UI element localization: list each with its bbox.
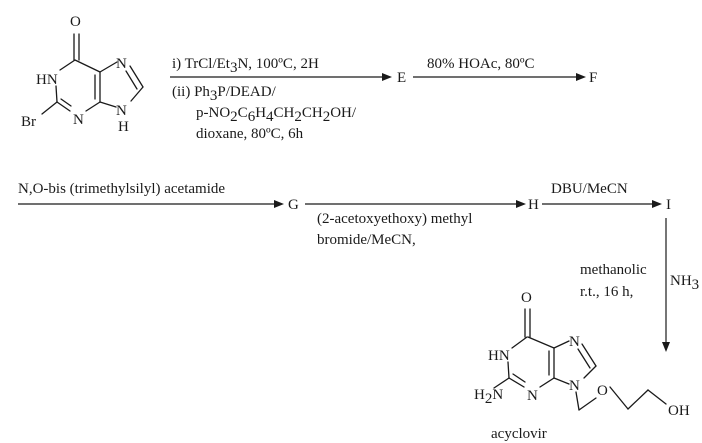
step5-arrow xyxy=(542,200,662,208)
bond-c2-n3 xyxy=(56,101,71,112)
atom-o: O xyxy=(521,290,532,306)
starting-material-structure: O HN N Br N N H xyxy=(21,14,144,135)
bond-c8-n9 xyxy=(583,365,597,379)
atom-n9: N xyxy=(116,103,127,119)
step4-arrow xyxy=(305,200,526,208)
bond-c2-n3 xyxy=(508,377,525,388)
bond-n7-c8 xyxy=(581,343,597,367)
bond-c6-n1 xyxy=(59,59,76,71)
intermediate-e: E xyxy=(397,70,406,86)
bond-o-ch2 xyxy=(609,386,629,410)
bond-c2-n3-double xyxy=(512,373,526,383)
bond-n9-ch2 xyxy=(575,391,580,411)
bond-c2-n3-double xyxy=(60,98,72,107)
atom-hn: HN xyxy=(36,72,58,88)
bond-n7-c8-double xyxy=(125,70,138,90)
bond-c5-n7 xyxy=(553,340,570,349)
atom-br: Br xyxy=(21,114,36,130)
step6-arrow xyxy=(662,218,670,352)
step3-condition: N,O-bis (trimethylsilyl) acetamide xyxy=(18,181,225,197)
step1-condition-line1: i) TrCl/Et3N, 100ºC, 2H xyxy=(172,56,319,76)
intermediate-f: F xyxy=(589,70,597,86)
bond-c5-c6 xyxy=(74,59,101,73)
bond-n3-c4 xyxy=(539,377,555,388)
bond-c2-nh2 xyxy=(493,377,510,389)
bond-c5-n7 xyxy=(99,61,118,73)
bond-n1-c2 xyxy=(507,361,510,379)
atom-o: O xyxy=(70,14,81,30)
bond-n7-c8-double xyxy=(577,348,591,369)
bond-n7-c8 xyxy=(129,65,144,88)
step4-condition-line1: (2-acetoxyethoxy) methyl xyxy=(317,211,472,227)
step1-arrow xyxy=(170,73,392,81)
atom-o-ether: O xyxy=(597,383,608,399)
bond-ch2-o xyxy=(578,397,597,411)
atom-n9: N xyxy=(569,378,580,394)
atom-nh2: H2N xyxy=(474,387,503,407)
step6-condition-right: NH3 xyxy=(670,273,699,293)
bond-c2-br xyxy=(41,101,58,115)
step2-condition: 80% HOAc, 80ºC xyxy=(427,56,535,72)
bond-c6-n1 xyxy=(511,336,528,349)
step4-condition-line2: bromide/MeCN, xyxy=(317,232,416,248)
acyclovir-name-label: acyclovir xyxy=(491,426,547,442)
acyclovir-structure: O HN N H2N N N O OH xyxy=(474,290,690,419)
bond-c8-n9 xyxy=(130,86,144,102)
step2-arrow xyxy=(413,73,586,81)
intermediate-h: H xyxy=(528,197,539,213)
bond-n9-c4 xyxy=(553,377,570,385)
atom-hn: HN xyxy=(488,348,510,364)
atom-n3: N xyxy=(73,112,84,128)
atom-n7: N xyxy=(116,56,127,72)
bond-n9-c4 xyxy=(99,101,117,108)
step5-condition: DBU/MeCN xyxy=(551,181,628,197)
step6-condition-left2: r.t., 16 h, xyxy=(580,284,633,300)
bond-c5-c6 xyxy=(527,336,555,349)
bond-ch2-ch2 xyxy=(627,389,649,410)
step3-arrow xyxy=(18,200,284,208)
step1-condition-line2: (ii) Ph3P/DEAD/ xyxy=(172,84,277,104)
atom-h9: H xyxy=(118,119,129,135)
bond-n1-c2 xyxy=(55,85,58,103)
bond-ch2-oh xyxy=(647,389,667,405)
atom-oh: OH xyxy=(668,403,690,419)
atom-n7: N xyxy=(569,334,580,350)
intermediate-g: G xyxy=(288,197,299,213)
step6-condition-left1: methanolic xyxy=(580,262,647,278)
step1-condition-line3: p-NO2C6H4CH2CH2OH/ xyxy=(196,105,357,125)
bond-n3-c4 xyxy=(85,101,101,112)
atom-n3: N xyxy=(527,388,538,404)
intermediate-i: I xyxy=(666,197,671,213)
step1-condition-line4: dioxane, 80ºC, 6h xyxy=(196,126,304,142)
